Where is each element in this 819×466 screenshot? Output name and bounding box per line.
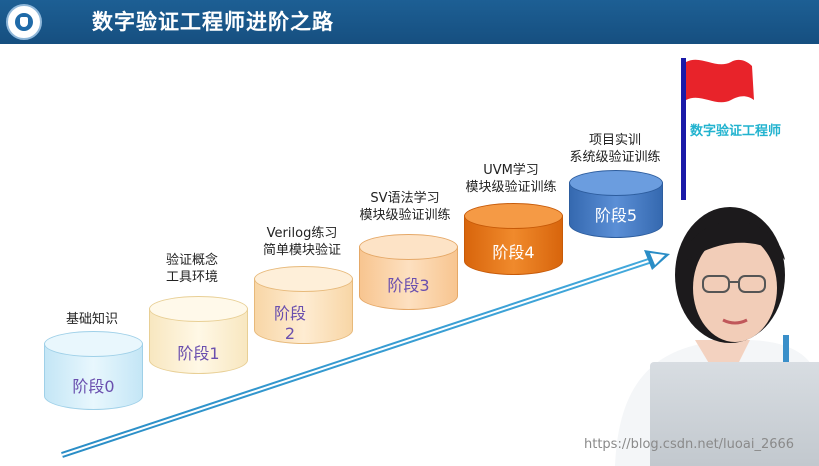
stage0-label: 阶段0 [44,373,143,397]
stage2-label: 阶段2 [270,304,310,344]
watermark: https://blog.csdn.net/luoai_2666 [584,437,794,452]
stage3-label: 阶段3 [359,272,458,296]
stage1-label: 阶段1 [149,340,248,364]
stage3-caption: SV语法学习 模块级验证训练 [350,190,460,224]
stage2-caption: Verilog练习 简单模块验证 [252,225,352,259]
stage3-cylinder: 阶段3 [359,234,458,310]
stage4-cylinder: 阶段4 [464,203,563,275]
stage5-caption: 项目实训 系统级验证训练 [560,132,670,166]
stage0-cylinder: 阶段0 [44,331,143,410]
stage1-cylinder: 阶段1 [149,296,248,374]
stage0-caption: 基础知识 [52,311,132,328]
stage4-label: 阶段4 [464,239,563,263]
goal-flag-label: 数字验证工程师 [690,120,781,139]
stage1-caption: 验证概念 工具环境 [152,252,232,286]
stage4-caption: UVM学习 模块级验证训练 [456,162,566,196]
stage2-cylinder: 阶段2 [254,266,353,344]
